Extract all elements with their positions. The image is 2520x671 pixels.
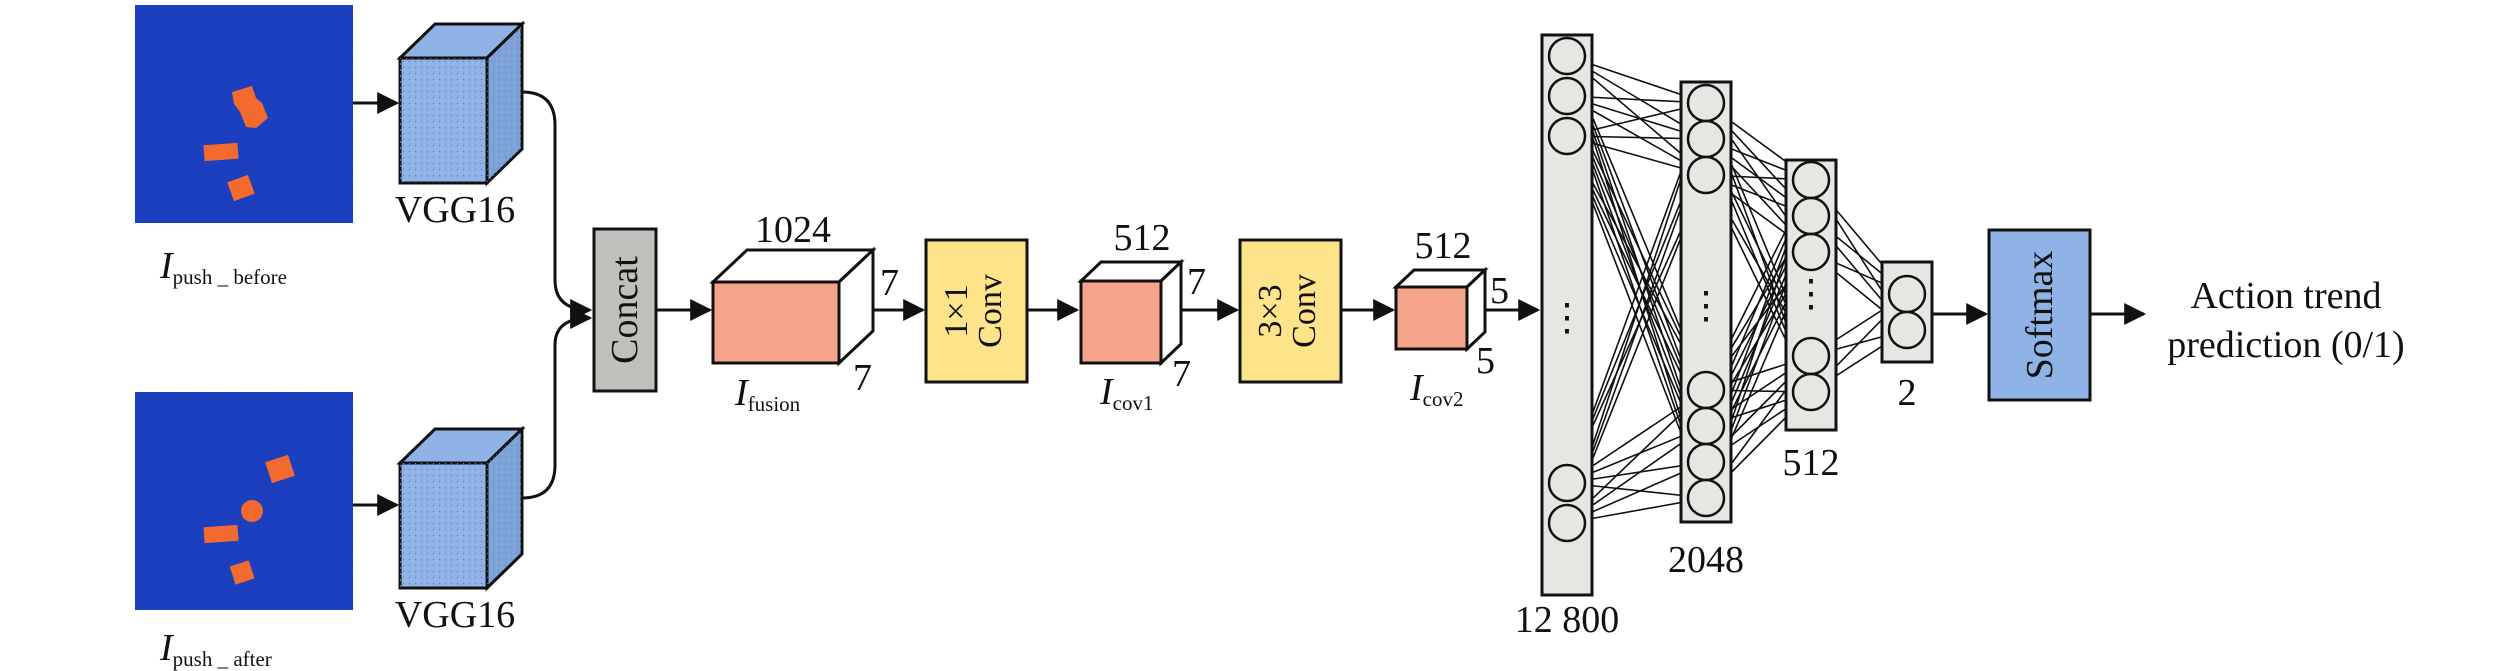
fc-neurons <box>1547 36 1927 543</box>
cov1-block <box>1077 258 1185 367</box>
fc-neuron <box>1686 442 1726 482</box>
conv1x1-block <box>924 238 1029 384</box>
output-label-line1: Action trend <box>2190 275 2381 317</box>
fc-ellipsis-2048: ⋮ <box>1687 285 1725 327</box>
conv3x3-block <box>1238 238 1343 384</box>
conv1x1-label-line2: Conv <box>972 274 1009 348</box>
fc-connections <box>1566 55 1908 524</box>
fc-label-2048: 2048 <box>1668 539 1744 581</box>
conv3x3-label-line2: Conv <box>1286 274 1323 348</box>
softmax-block <box>1987 228 2092 402</box>
fusion-label: Ifusion <box>734 372 801 416</box>
object-block <box>203 524 239 544</box>
fc-neuron <box>1791 160 1831 200</box>
input-image-before <box>135 5 353 223</box>
fusion-width: 7 <box>853 357 872 399</box>
fc-neuron <box>1547 503 1587 543</box>
vgg16-label-top: VGG16 <box>395 189 515 231</box>
cov2-width: 5 <box>1476 340 1495 382</box>
fc-neuron <box>1686 406 1726 446</box>
cov1-height: 7 <box>1187 261 1206 303</box>
fc-label-12800: 12 800 <box>1515 599 1620 641</box>
object-block <box>229 560 255 585</box>
connector-top <box>521 90 593 321</box>
softmax-label: Softmax <box>2019 251 2061 380</box>
fusion-height: 7 <box>880 262 899 304</box>
object-block <box>227 174 255 202</box>
object-block <box>203 142 239 162</box>
cov2-label: Icov2 <box>1409 367 1463 411</box>
cov2-depth: 512 <box>1415 225 1472 267</box>
fc-neuron <box>1686 478 1726 518</box>
concat-label: Concat <box>604 256 646 364</box>
cov2-block <box>1392 266 1489 353</box>
fc-neuron <box>1547 76 1587 116</box>
fc-neuron <box>1791 336 1831 376</box>
fc-neuron <box>1686 119 1726 159</box>
fc-neuron <box>1686 83 1726 123</box>
cov1-width: 7 <box>1172 353 1191 395</box>
input-label-after: Ipush _ after <box>159 627 272 671</box>
vgg16-cube-bottom <box>396 425 526 592</box>
fc-label-2: 2 <box>1898 372 1917 414</box>
fc-neuron <box>1887 310 1927 350</box>
fc-neuron <box>1791 372 1831 412</box>
concat-block <box>592 227 658 393</box>
conv3x3-label-line1: 3×3 <box>1252 284 1289 337</box>
input-image-after <box>135 392 353 610</box>
fc-ellipsis-12800: ⋮ <box>1548 297 1586 339</box>
fc-neuron <box>1547 116 1587 156</box>
cov1-depth: 512 <box>1114 217 1171 259</box>
fc-label-512: 512 <box>1783 442 1840 484</box>
object-block <box>232 86 268 128</box>
fc-neuron <box>1791 196 1831 236</box>
fc-neuron <box>1547 36 1587 76</box>
fc-neuron <box>1887 274 1927 314</box>
vgg16-cube-top <box>396 20 526 187</box>
object-block <box>241 500 263 522</box>
object-block <box>265 454 295 484</box>
fc-neuron <box>1547 463 1587 503</box>
cov1-label: Icov1 <box>1099 371 1153 415</box>
fc-neuron <box>1686 370 1726 410</box>
fusion-block <box>709 246 877 367</box>
conv1x1-label-line1: 1×1 <box>938 284 975 337</box>
fusion-depth: 1024 <box>755 209 831 251</box>
input-label-before: Ipush _ before <box>159 245 287 289</box>
output-label-line2: prediction (0/1) <box>2167 324 2404 366</box>
fc-ellipsis-512: ⋮ <box>1792 273 1830 315</box>
vgg16-label-bottom: VGG16 <box>395 594 515 636</box>
cov2-height: 5 <box>1490 270 1509 312</box>
connector-bottom <box>521 307 593 500</box>
fc-neuron <box>1791 232 1831 272</box>
fc-neuron <box>1686 155 1726 195</box>
